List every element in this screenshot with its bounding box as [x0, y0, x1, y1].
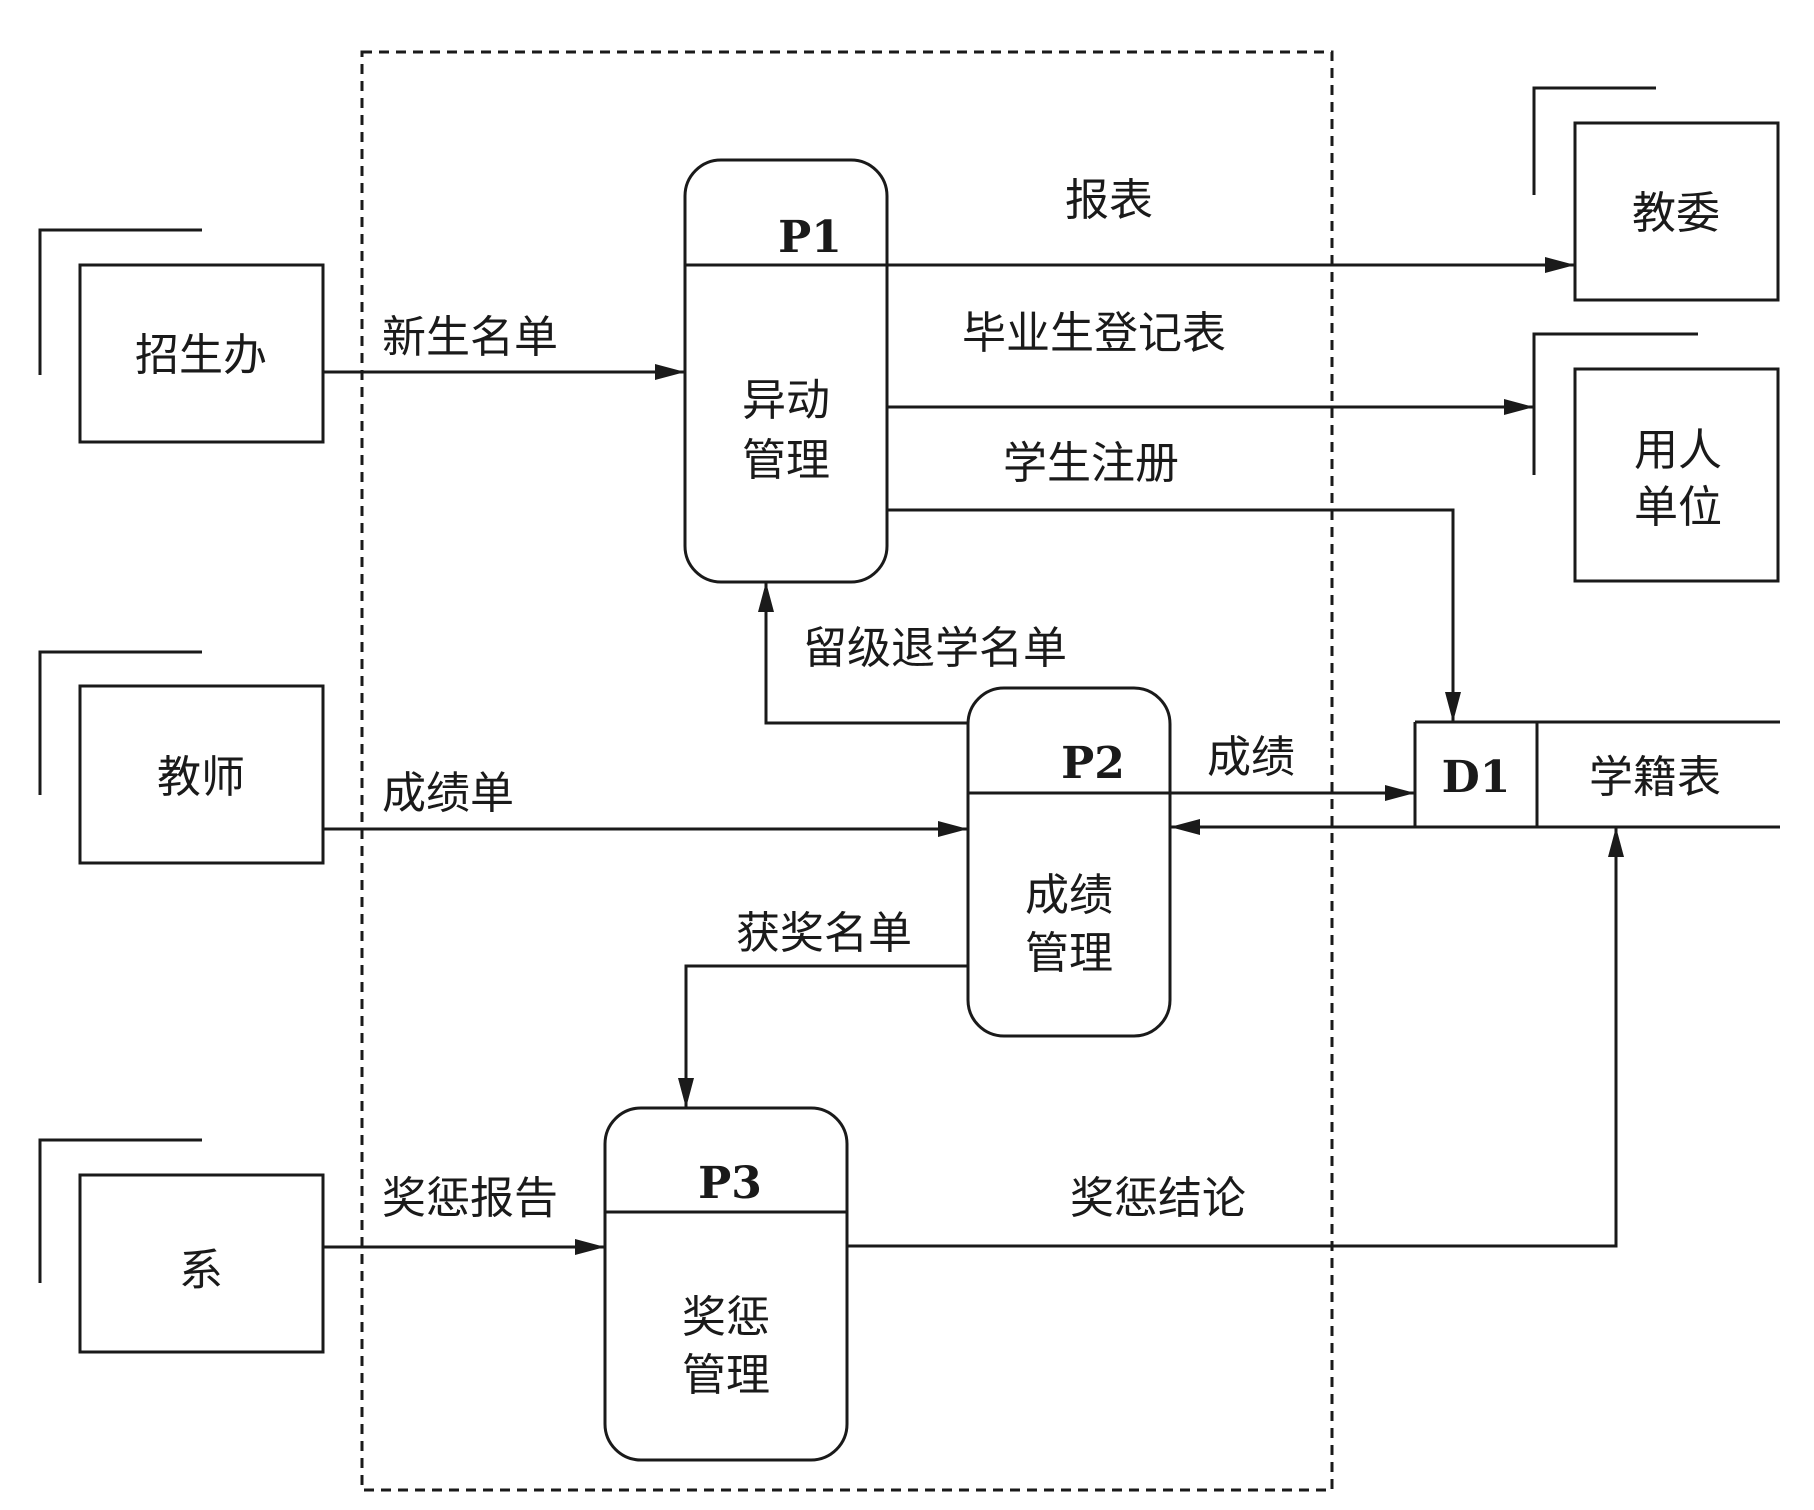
process-label-line1: 奖惩 — [682, 1292, 770, 1343]
process-p1: P1 异动 管理 — [683, 158, 889, 584]
process-label-line2: 管理 — [742, 435, 830, 486]
entity-label: 教师 — [157, 752, 245, 803]
flow-label: 获奖名单 — [736, 908, 912, 959]
flow-label: 奖惩结论 — [1070, 1173, 1246, 1224]
entity-label: 教委 — [1632, 188, 1720, 239]
process-id: P3 — [698, 1158, 762, 1209]
entity-zhaoshengban: 招生办 — [38, 228, 325, 444]
flow-baobiao: 报表 — [887, 175, 1575, 273]
flow-liuji-tuixue-mingdan: 留级退学名单 — [758, 582, 1067, 725]
flow-label: 报表 — [1065, 175, 1153, 226]
flow-chengjidan: 成绩单 — [323, 768, 968, 837]
entity-label: 系 — [179, 1245, 223, 1296]
process-p3: P3 奖惩 管理 — [603, 1106, 849, 1462]
flow-jiangcheng-jielun: 奖惩结论 — [847, 827, 1624, 1248]
flow-label: 毕业生登记表 — [962, 308, 1226, 359]
datastore-id: D1 — [1442, 752, 1511, 803]
process-label-line1: 异动 — [742, 375, 830, 426]
flow-label: 成绩单 — [382, 768, 514, 819]
process-label-line2: 管理 — [1025, 928, 1113, 979]
entity-xi: 系 — [38, 1138, 325, 1354]
process-p2: P2 成绩 管理 — [966, 686, 1172, 1038]
entity-yongren: 用人 单位 — [1532, 332, 1780, 583]
entity-label: 招生办 — [135, 330, 267, 381]
system-boundary — [360, 50, 1334, 1492]
process-id: P2 — [1061, 738, 1125, 789]
flow-biyesheng-dengjibiao: 毕业生登记表 — [887, 308, 1534, 415]
process-id: P1 — [778, 212, 842, 263]
flow-label: 奖惩报告 — [382, 1173, 558, 1224]
datastore-label: 学籍表 — [1589, 752, 1721, 803]
flow-label: 学生注册 — [1003, 438, 1179, 489]
datastore-d1: D1 学籍表 — [1413, 720, 1780, 829]
flow-label: 新生名单 — [382, 312, 558, 363]
process-label-line2: 管理 — [682, 1350, 770, 1401]
flow-label: 留级退学名单 — [803, 623, 1067, 674]
entity-label-line2: 单位 — [1634, 482, 1722, 533]
flow-xuesheng-zhuce: 学生注册 — [887, 438, 1461, 722]
entity-jiaoshi: 教师 — [38, 650, 325, 865]
flow-label: 成绩 — [1207, 732, 1295, 783]
flow-jiangcheng-baogao: 奖惩报告 — [323, 1173, 605, 1255]
process-label-line1: 成绩 — [1025, 870, 1113, 921]
entity-jiaowei: 教委 — [1532, 86, 1780, 302]
flow-xinsheng-mingdan: 新生名单 — [323, 312, 685, 380]
flow-chengji: 成绩 — [1170, 732, 1415, 801]
flow-huojiang-mingdan: 获奖名单 — [678, 908, 968, 1108]
entity-label-line1: 用人 — [1634, 425, 1722, 476]
